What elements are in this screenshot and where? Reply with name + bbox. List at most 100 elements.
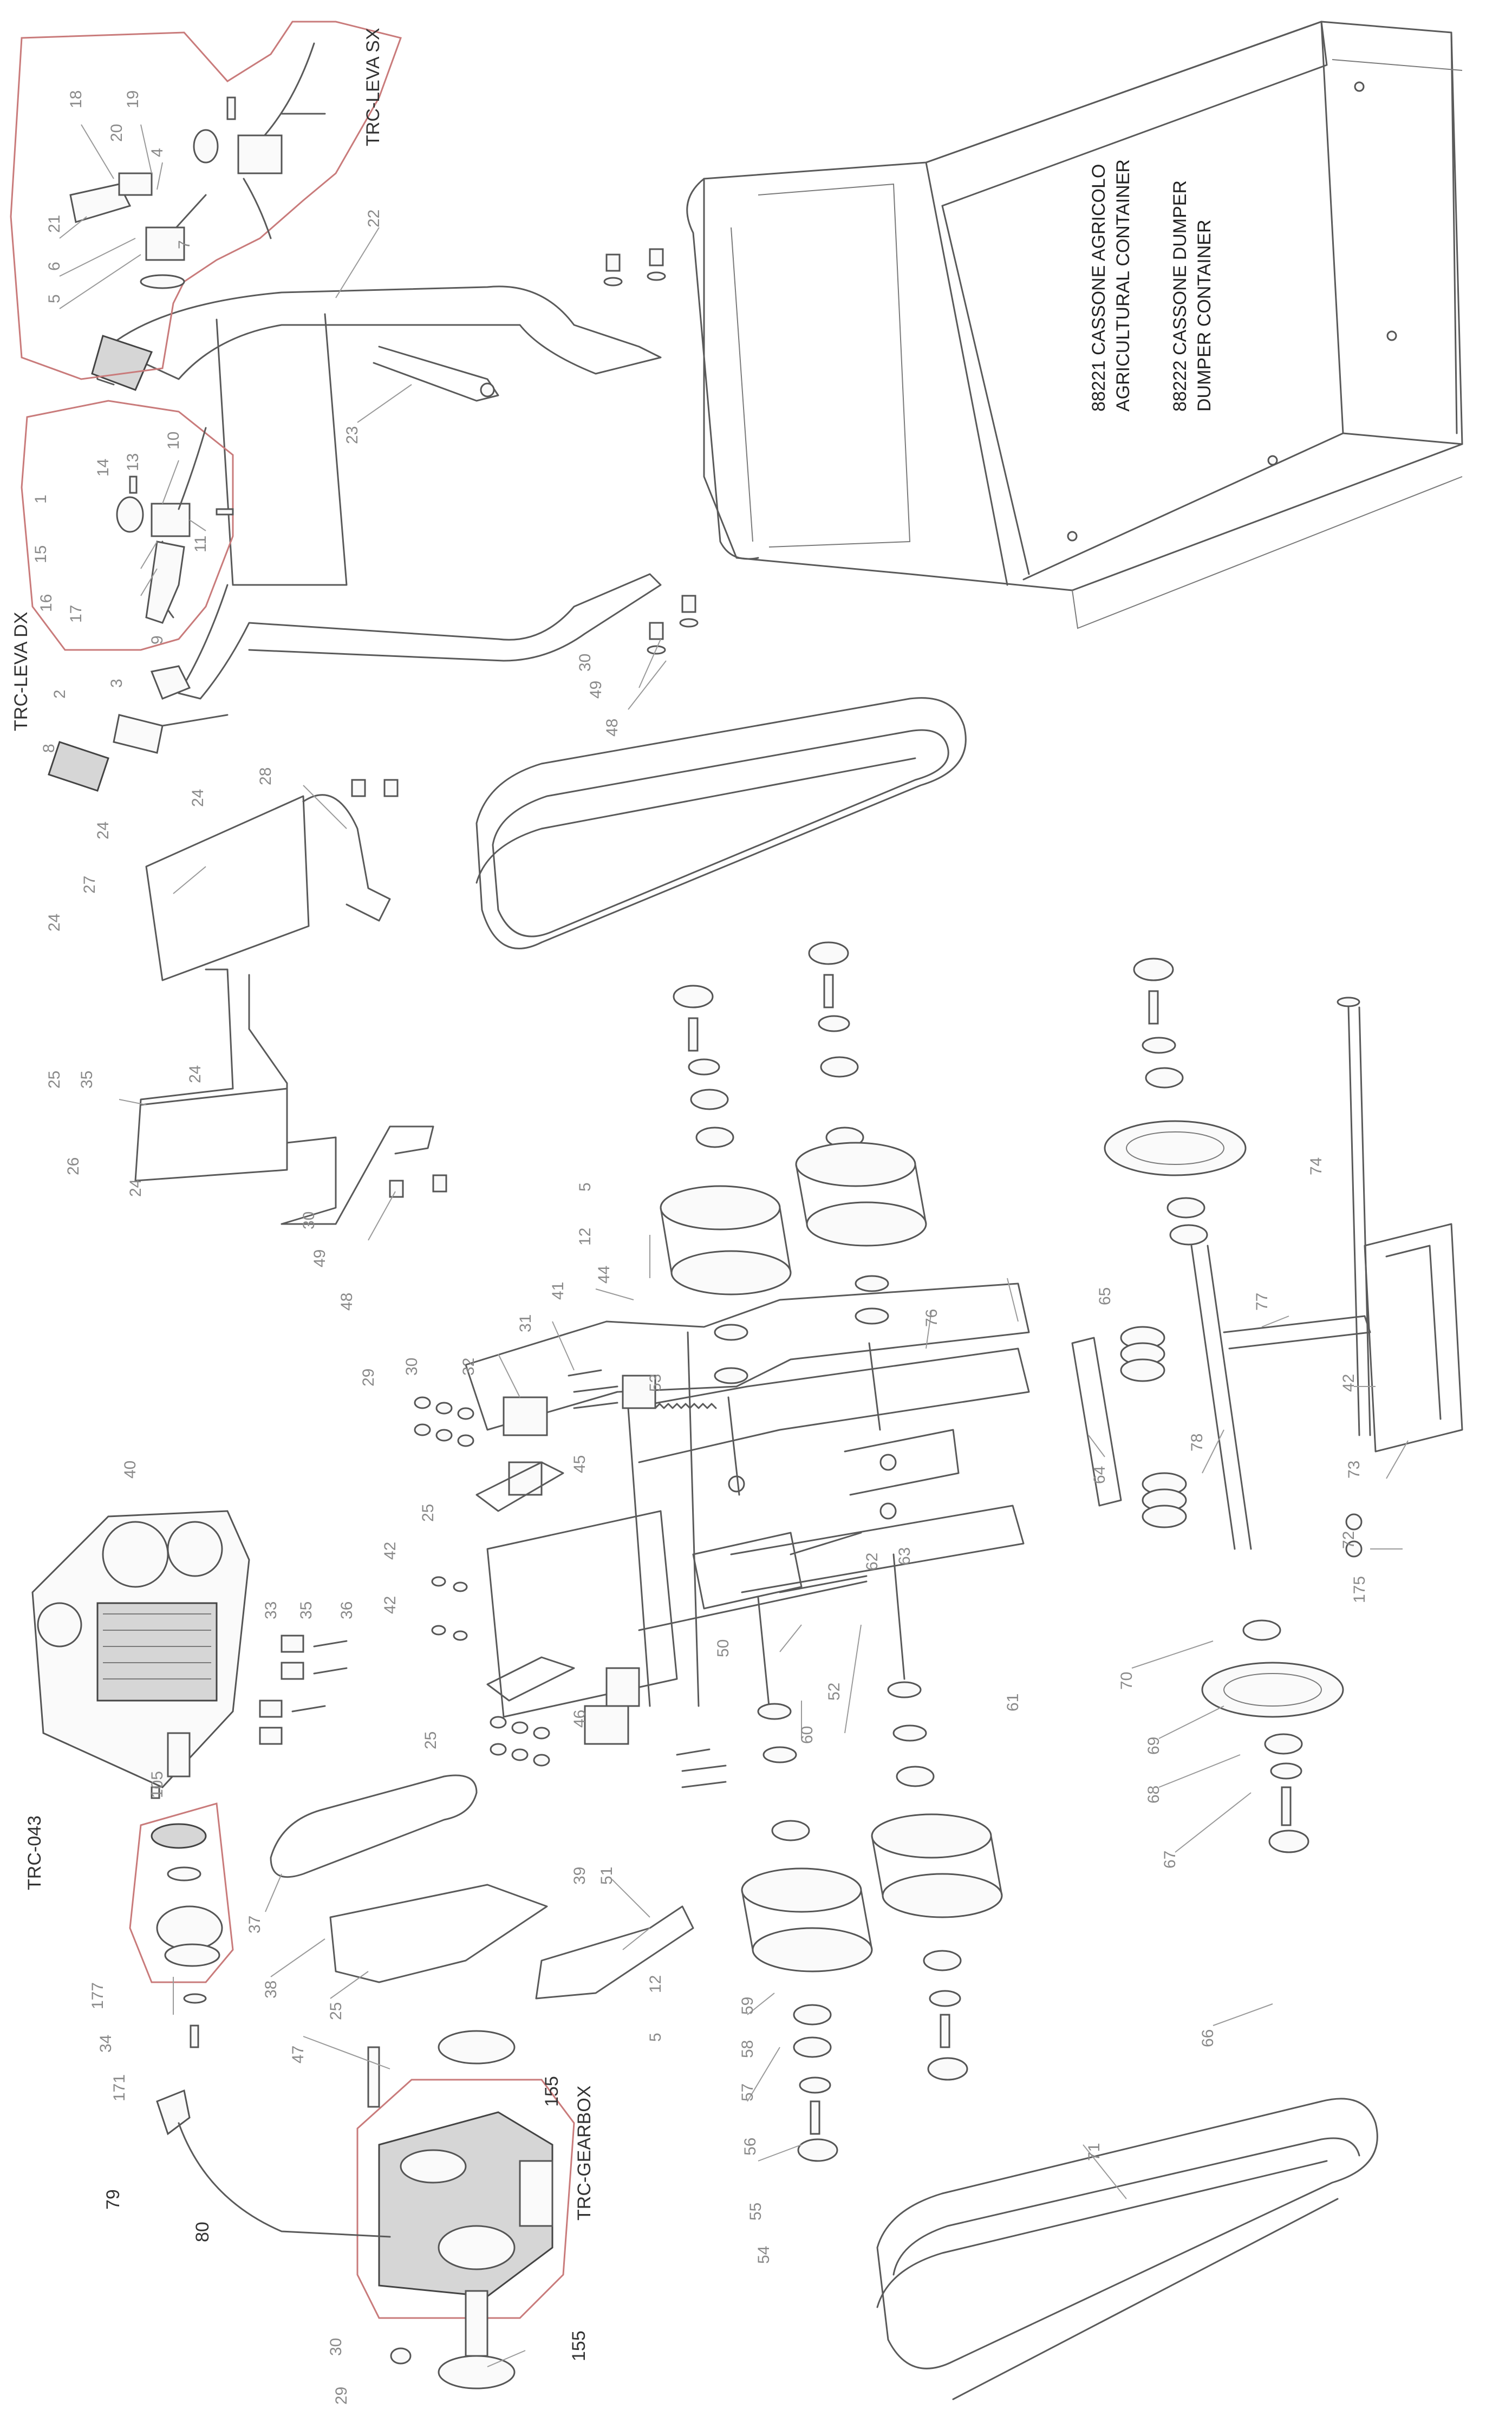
shift-lever [156,2089,391,2238]
callout-26: 26 [64,1157,82,1175]
callout-68: 68 [1145,1786,1163,1804]
callout-13: 13 [124,453,142,471]
callout-10: 10 [165,432,183,450]
callout-29-a: 29 [360,1369,377,1386]
callout-32: 32 [460,1358,478,1376]
callout-49-lower: 49 [311,1249,329,1267]
callout-79: 79 [103,2189,123,2210]
callout-7: 7 [175,240,193,249]
group-outline-gearbox [356,2079,575,2319]
callout-175: 175 [1351,1576,1368,1603]
callout-30-c: 30 [403,1358,421,1376]
callout-33: 33 [262,1601,280,1619]
callout-54: 54 [755,2246,773,2264]
callout-45: 45 [571,1455,589,1473]
callout-52: 52 [825,1683,843,1701]
callout-58: 58 [739,2040,757,2058]
callout-39: 39 [571,1867,589,1885]
guard-bracket [535,1905,694,2000]
callout-42-c: 42 [1340,1374,1358,1392]
callout-5-c: 5 [647,2033,664,2042]
callout-numbers: 18 19 20 4 21 6 5 7 22 23 10 13 14 1 15 … [32,90,1368,2405]
belt-guard [329,1884,548,1983]
callout-48-upper: 48 [603,719,621,737]
callout-21: 21 [45,215,63,233]
callout-34: 34 [97,2035,115,2053]
callout-4: 4 [148,148,166,157]
group-label-lever-sx: TRC-LEVA SX [363,28,383,146]
callout-36: 36 [338,1601,356,1619]
callout-24-a: 24 [189,789,207,807]
callout-38: 38 [262,1981,280,1998]
group-outline-lever-dx [21,400,234,651]
callout-5: 5 [45,294,63,303]
callout-12-b: 12 [647,1975,664,1993]
lever-dx-parts [116,427,234,624]
callout-70: 70 [1118,1672,1136,1690]
roller-stack-4 [871,1553,1003,2081]
washer-clusters [414,1396,550,1767]
group-label-gearbox: TRC-GEARBOX [574,2086,595,2221]
callout-28: 28 [257,767,275,785]
callout-53: 53 [647,1374,664,1392]
group-outline-clutch [129,1802,234,1983]
container-note-line1: 88221 CASSONE AGRICOLO [1089,164,1109,412]
track-upper [475,697,967,949]
group-label-lever-dx: TRC-LEVA DX [11,612,31,731]
callout-24-b: 24 [94,822,112,839]
container-note-line2: AGRICULTURAL CONTAINER [1113,159,1133,412]
callout-8: 8 [40,744,58,753]
callout-24-e: 24 [127,1179,145,1197]
coil-springs [1120,1326,1187,1528]
callout-66: 66 [1199,2029,1217,2047]
container-note-line4: DUMPER CONTAINER [1194,220,1215,412]
callout-42-b: 42 [381,1596,399,1614]
throttle-parts [113,665,229,754]
spring [654,1403,717,1409]
callout-69: 69 [1145,1737,1163,1755]
clutch-parts [151,1786,223,2048]
callout-24-c: 24 [45,914,63,932]
callout-18: 18 [67,90,85,108]
callout-71: 71 [1085,2143,1103,2161]
callout-31: 31 [517,1314,535,1332]
callout-16: 16 [37,594,55,612]
track-lower [876,2098,1378,2400]
callout-64: 64 [1091,1466,1109,1484]
callout-30-lower: 30 [300,1212,318,1229]
callout-50: 50 [714,1639,732,1657]
callout-46: 46 [571,1710,589,1728]
callout-20: 20 [108,124,126,142]
callout-41: 41 [549,1282,567,1300]
drive-belt [270,1774,478,1878]
callout-155-top: 155 [542,2076,562,2107]
bolt-set [568,1369,727,1788]
callout-24-d: 24 [186,1065,204,1083]
lever-sx-parts [69,42,326,289]
callout-48-lower: 48 [338,1293,356,1311]
callout-171: 171 [110,2074,128,2101]
callout-177: 177 [89,1982,107,2009]
callout-55: 55 [747,2203,765,2221]
container-bolts [603,248,699,655]
callout-25-b: 25 [419,1504,437,1522]
callout-49-upper: 49 [587,681,605,699]
callout-78: 78 [1188,1434,1206,1451]
callout-72: 72 [1340,1531,1358,1549]
callout-1: 1 [32,494,50,504]
callout-2: 2 [51,689,69,699]
engine [31,1510,348,1788]
callout-42-a: 42 [381,1542,399,1560]
leader-lines [59,124,1409,2367]
roller-stack-3 [741,1597,873,2162]
platform-assembly [134,779,447,1225]
callout-44: 44 [595,1266,613,1284]
callout-17: 17 [67,605,85,623]
side-brackets [475,1396,629,1745]
callout-11: 11 [192,536,210,552]
callout-30-d: 30 [327,2338,345,2356]
callout-74: 74 [1307,1157,1325,1175]
callout-29-b: 29 [333,2387,350,2405]
callout-62: 62 [863,1553,881,1571]
